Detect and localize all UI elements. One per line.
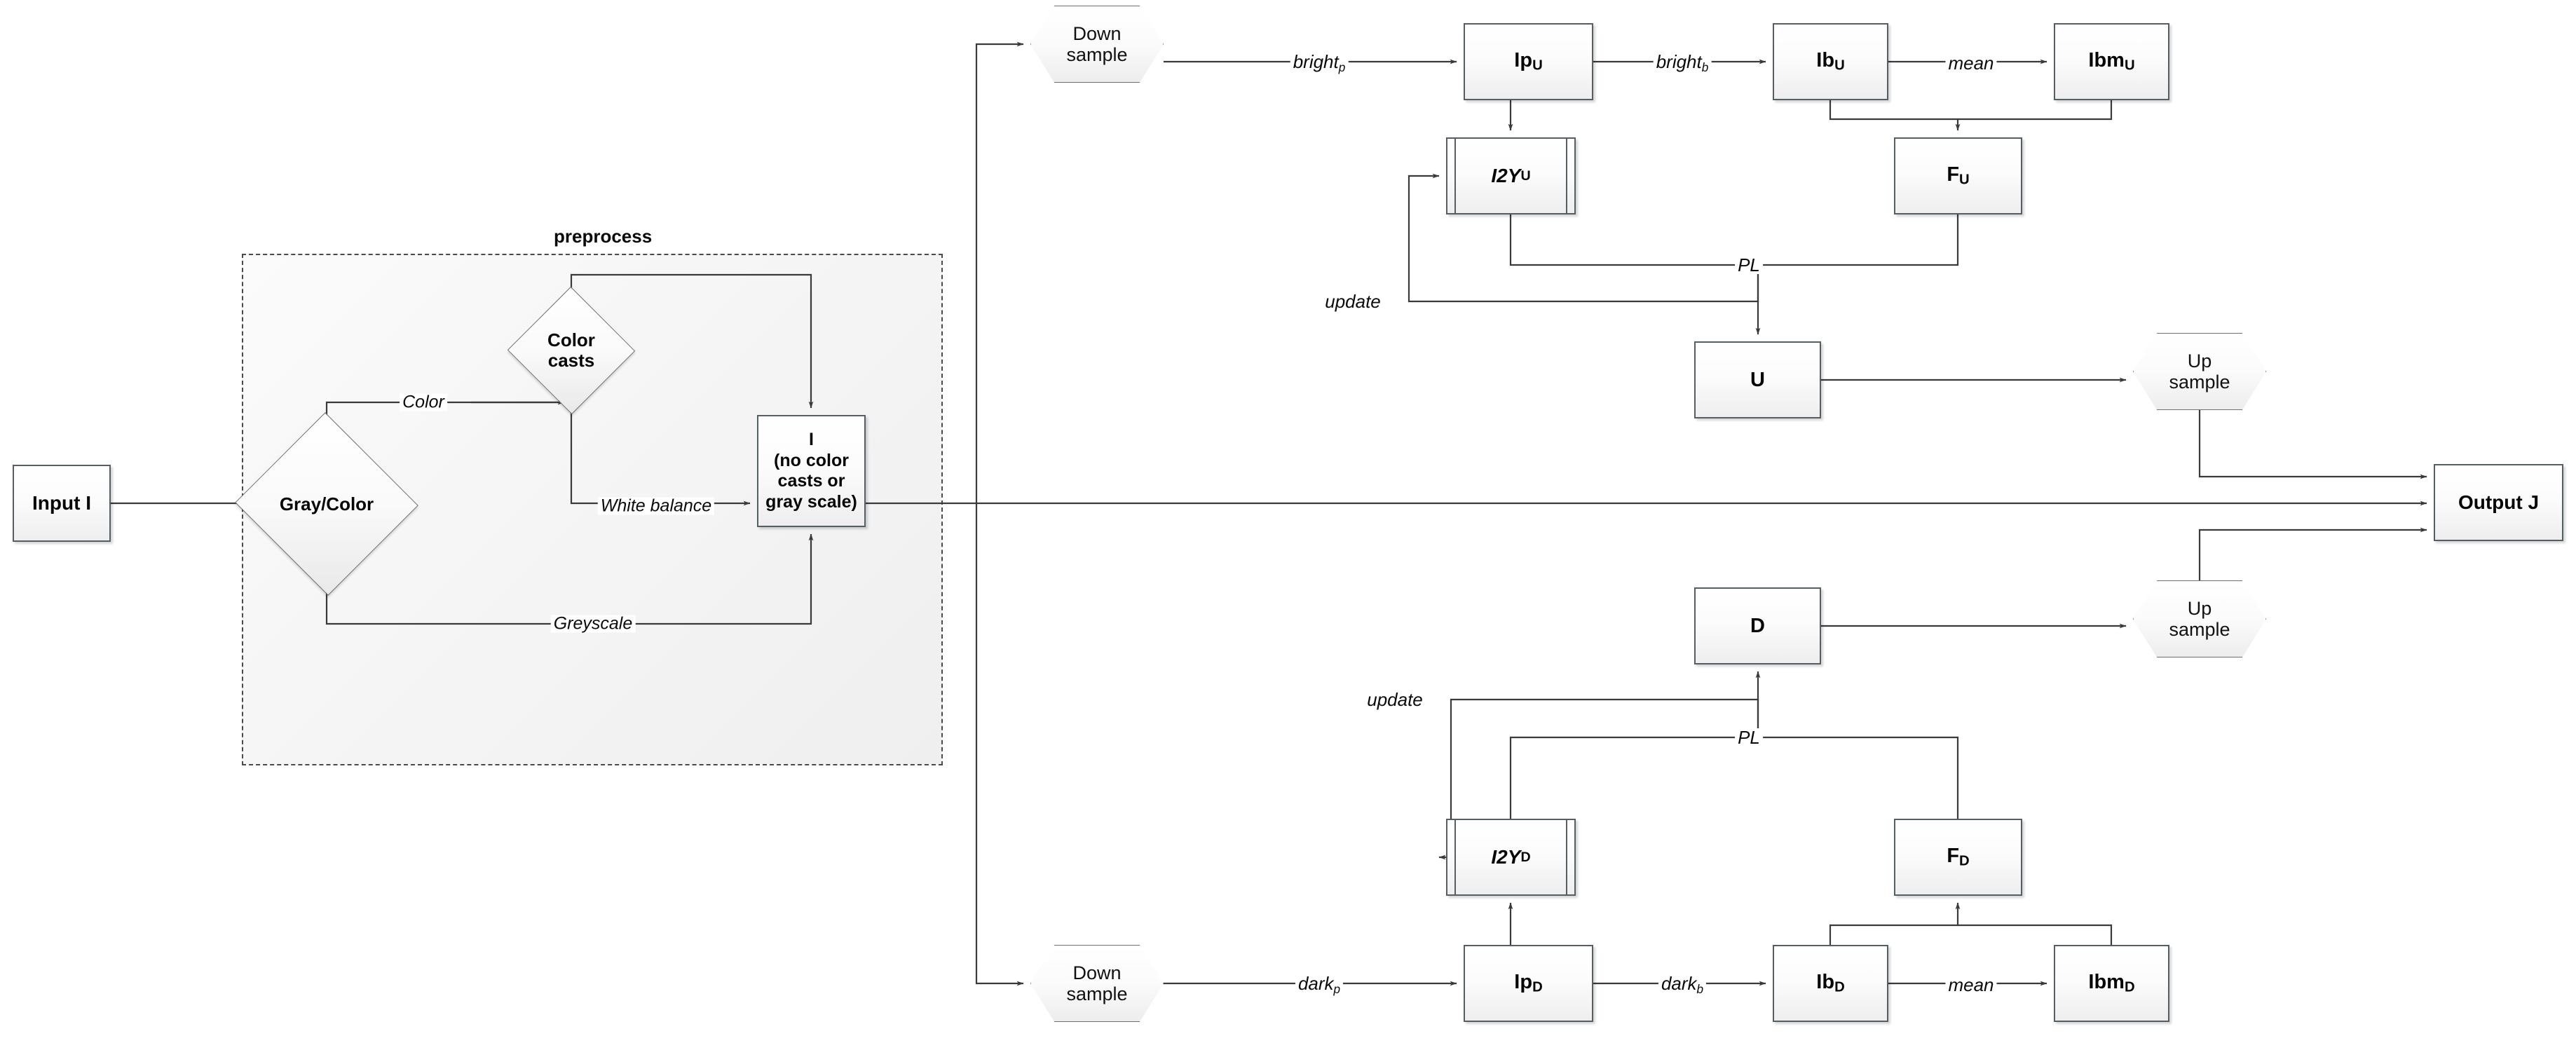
node-color-casts-label: Color casts [547,329,595,371]
edge-label-greyscale: Greyscale [550,615,636,633]
node-down-sample-lower[interactable]: Down sample [1030,945,1164,1022]
node-ib-d[interactable]: IbD [1773,945,1888,1022]
node-color-casts-decision[interactable]: Color casts [507,286,636,415]
node-image-i-label: I (no color casts or gray scale) [765,430,857,512]
predefined-process-bar-left-icon [1454,139,1456,213]
node-up-sample-upper[interactable]: Up sample [2133,333,2266,410]
predefined-process-bar-left-icon [1454,820,1456,894]
node-ip-d-label: IpD [1514,971,1543,995]
node-f-d[interactable]: FD [1894,819,2022,896]
node-u-label: U [1750,368,1765,391]
edge-label-pl-d: PL [1735,728,1763,747]
node-up-sample-lower-label: Up sample [2169,597,2230,640]
node-ibm-u-label: IbmU [2088,49,2135,74]
edge-label-mean-u: mean [1945,54,1997,72]
predefined-process-bar-right-icon [1566,139,1567,213]
node-down-sample-upper-label: Down sample [1066,22,1128,65]
node-ip-d[interactable]: IpD [1464,945,1593,1022]
node-d-label: D [1750,614,1765,637]
predefined-process-bar-right-icon [1566,820,1567,894]
hexagon-shape-icon [2133,333,2266,410]
node-down-sample-lower-label: Down sample [1066,962,1128,1004]
node-input-i-label: Input I [32,492,91,514]
node-up-sample-lower[interactable]: Up sample [2133,580,2266,657]
edge-label-color: Color [400,393,447,411]
edge-label-mean-d: mean [1945,976,1997,994]
node-ib-u-label: IbU [1816,49,1845,74]
node-down-sample-upper[interactable]: Down sample [1030,6,1164,83]
node-d[interactable]: D [1694,587,1821,664]
node-u[interactable]: U [1694,341,1821,418]
node-ibm-d-label: IbmD [2088,971,2135,995]
node-ip-u[interactable]: IpU [1464,23,1593,100]
edge-label-bright-p: brightp [1290,53,1349,74]
node-f-d-label: FD [1947,845,1970,869]
node-f-u-label: FU [1947,163,1970,188]
node-output-j-label: Output J [2458,491,2540,514]
hexagon-shape-icon [1030,6,1164,83]
node-ip-u-label: IpU [1514,49,1543,74]
edge-label-dark-p: darkp [1295,974,1344,995]
node-input-i[interactable]: Input I [13,465,111,542]
preprocess-group-label: preprocess [554,226,653,247]
node-gray-color-decision[interactable]: Gray/Color [235,412,418,596]
node-ibm-d[interactable]: IbmD [2054,945,2169,1022]
node-ib-d-label: IbD [1816,971,1845,995]
edge-label-pl-u: PL [1735,256,1763,274]
hexagon-shape-icon [1030,945,1164,1022]
edge-label-update-u: update [1322,292,1384,311]
node-image-i[interactable]: I (no color casts or gray scale) [757,415,866,527]
hexagon-shape-icon [2133,580,2266,657]
node-ibm-u[interactable]: IbmU [2054,23,2169,100]
node-up-sample-upper-label: Up sample [2169,350,2230,393]
node-ib-u[interactable]: IbU [1773,23,1888,100]
edge-label-bright-b: brightb [1653,53,1712,74]
edge-label-dark-b: darkb [1658,974,1707,995]
node-output-j[interactable]: Output J [2434,464,2563,541]
edge-label-white-balance: White balance [597,497,715,515]
node-f-u[interactable]: FU [1894,137,2022,214]
node-gray-color-label: Gray/Color [279,493,374,514]
edge-label-update-d: update [1364,690,1426,709]
